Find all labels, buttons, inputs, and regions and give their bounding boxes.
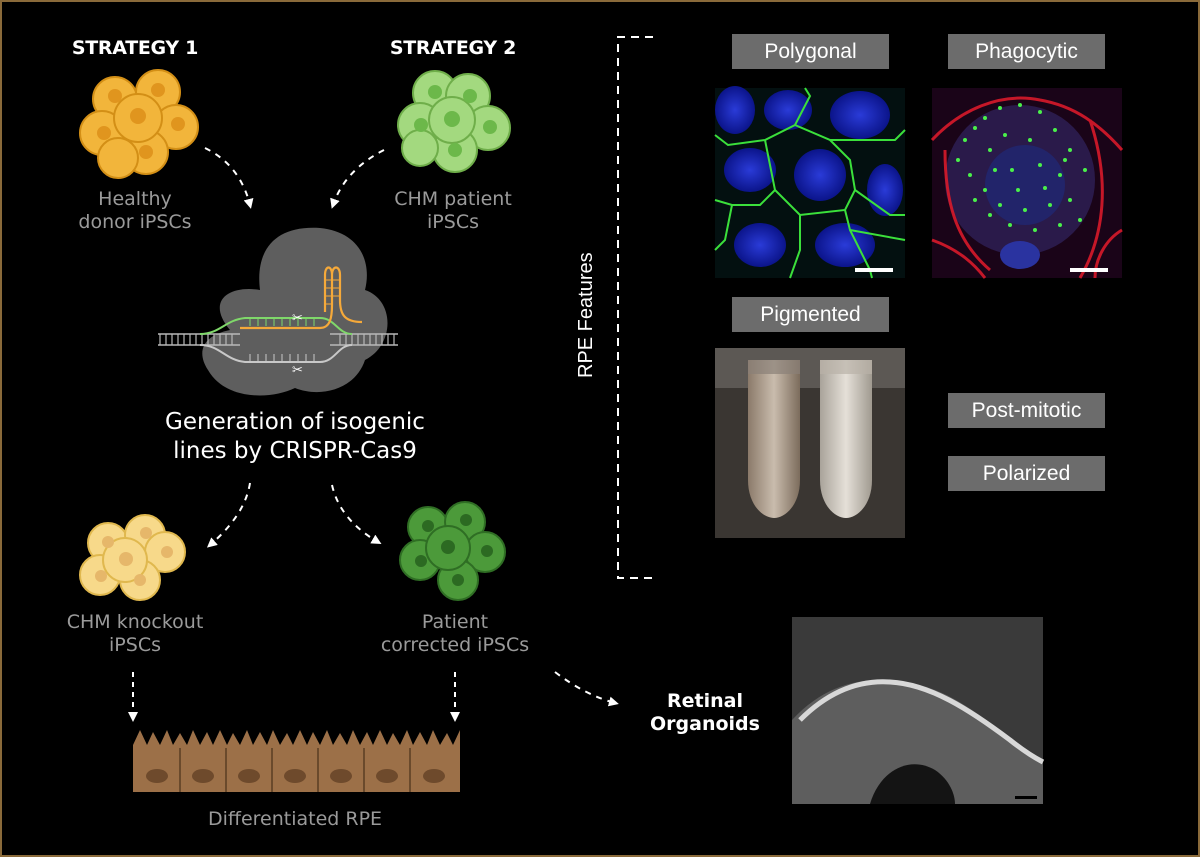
svg-text:✂: ✂ bbox=[292, 311, 303, 326]
chm-knockout-label: CHM knockout iPSCs bbox=[66, 611, 204, 656]
rpe-features-title: RPE Features bbox=[575, 252, 597, 378]
strategy-2-heading: STRATEGY 2 bbox=[389, 37, 517, 59]
svg-text:✂: ✂ bbox=[292, 363, 303, 378]
polygonal-micrograph bbox=[714, 86, 906, 279]
pigmented-tubes-photo bbox=[715, 348, 905, 538]
patient-corrected-label: Patient corrected iPSCs bbox=[380, 611, 530, 656]
phagocytic-micrograph bbox=[930, 88, 1124, 279]
rpe-cell-layer bbox=[133, 730, 460, 792]
polygonal-label: Polygonal bbox=[732, 34, 889, 69]
chm-patient-label: CHM patient iPSCs bbox=[394, 188, 512, 233]
healthy-donor-label: Healthy donor iPSCs bbox=[78, 188, 192, 233]
retinal-organoids-label: Retinal Organoids bbox=[650, 690, 760, 735]
retinal-organoid-image bbox=[792, 617, 1045, 804]
crispr-caption: Generation of isogenic lines by CRISPR-C… bbox=[165, 409, 425, 464]
polarized-label: Polarized bbox=[948, 456, 1105, 491]
strategy-1-heading: STRATEGY 1 bbox=[71, 37, 199, 59]
post-mitotic-label: Post-mitotic bbox=[948, 393, 1105, 428]
crispr-cas9-complex: ✂ ✂ bbox=[158, 227, 398, 396]
pigmented-label: Pigmented bbox=[732, 297, 889, 332]
phagocytic-label: Phagocytic bbox=[948, 34, 1105, 69]
differentiated-rpe-label: Differentiated RPE bbox=[207, 808, 383, 830]
